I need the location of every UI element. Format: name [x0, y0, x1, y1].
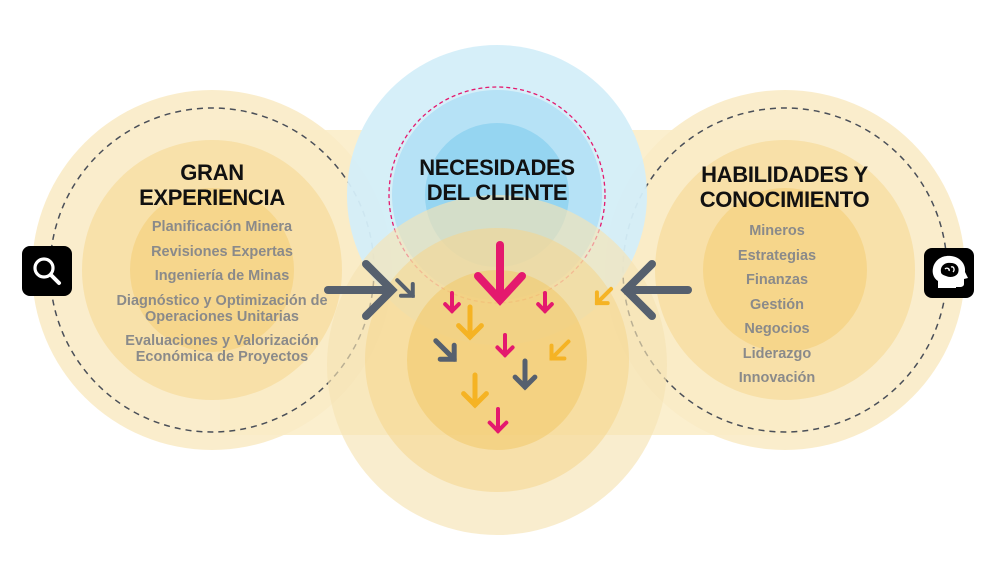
- left-big-arrow: [324, 260, 398, 320]
- center-title: NECESIDADES DEL CLIENTE: [419, 155, 575, 205]
- left-item-revisiones: Revisiones Expertas: [151, 243, 293, 260]
- right-item-mineros: Mineros: [749, 223, 805, 239]
- right-item-negocios: Negocios: [744, 321, 810, 337]
- small-arrows: [395, 278, 614, 434]
- right-item-liderazgo: Liderazgo: [742, 345, 812, 362]
- center-big-arrow: [474, 241, 526, 306]
- left-item-ingenieria: Ingeniería de Minas: [154, 268, 290, 284]
- left-title: GRAN EXPERIENCIA: [139, 160, 285, 210]
- right-circle: [605, 90, 965, 450]
- head-brain-icon: [924, 248, 974, 298]
- right-item-estrategias: Estrategias: [737, 247, 817, 264]
- right-big-arrow: [620, 260, 692, 320]
- small-arrow: [395, 278, 415, 298]
- right-item-gestion: Gestión: [750, 296, 804, 313]
- small-arrow: [512, 358, 538, 391]
- left-circle: [32, 90, 392, 450]
- left-item-planificacion: Planificación Minera: [151, 219, 293, 235]
- small-arrow: [433, 338, 457, 362]
- small-arrow: [461, 372, 489, 409]
- small-arrow: [594, 286, 614, 306]
- small-arrow: [487, 407, 509, 434]
- right-item-innovacion: Innovación: [738, 370, 816, 386]
- small-arrow: [443, 291, 461, 314]
- small-arrow: [456, 304, 484, 341]
- right-title: HABILIDADES Y CONOCIMIENTO: [699, 162, 870, 212]
- left-item-evaluaciones: Evaluaciones y Valorización Económica de…: [125, 333, 319, 365]
- left-item-diagnostico: Diagnóstico y Optimización de Operacione…: [116, 292, 328, 325]
- right-item-finanzas: Finanzas: [745, 272, 809, 288]
- left-items: Planificación Minera Revisiones Expertas…: [102, 219, 342, 374]
- small-arrow: [549, 339, 571, 361]
- bottom-circle: [327, 195, 667, 535]
- right-items: Mineros Estrategias Finanzas Gestión Neg…: [697, 223, 857, 395]
- small-arrow: [495, 333, 515, 358]
- search-icon: [22, 246, 72, 296]
- small-arrow: [536, 291, 554, 314]
